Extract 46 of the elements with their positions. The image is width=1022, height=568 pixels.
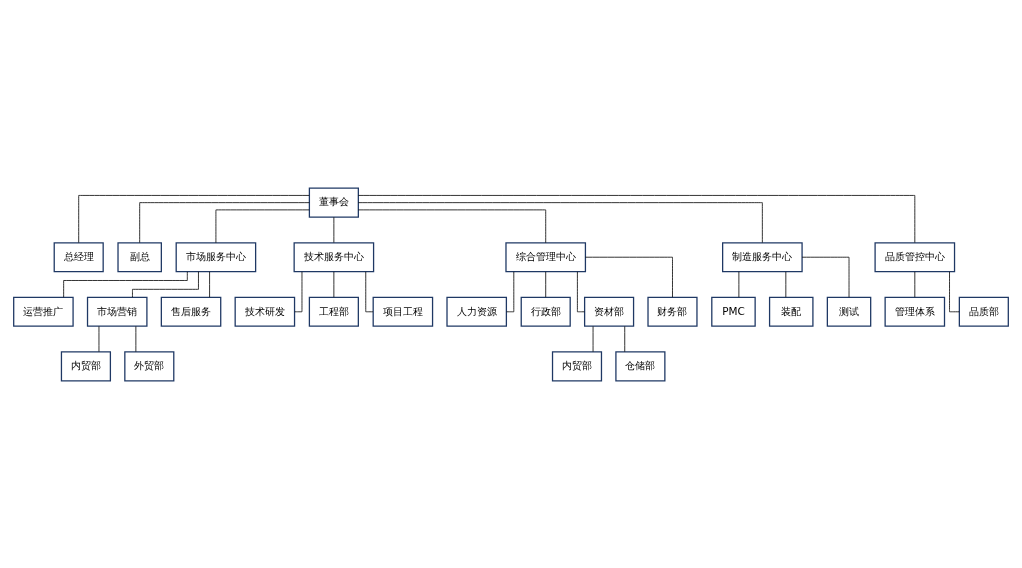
- node-box: 资材部: [584, 296, 635, 327]
- connector: [358, 194, 916, 243]
- connector: [585, 256, 673, 298]
- connector: [949, 270, 960, 312]
- node-box: 测试: [826, 296, 872, 327]
- node-box: 内贸部: [60, 350, 112, 381]
- node-box: 市场营销: [86, 296, 148, 327]
- connector: [545, 270, 547, 297]
- node-box: 董事会: [308, 187, 359, 218]
- node-box: 管理体系: [884, 296, 946, 327]
- connector: [294, 270, 303, 312]
- node-box: 财务部: [647, 296, 698, 327]
- node-box: 项目工程: [372, 296, 434, 327]
- connector: [209, 270, 210, 297]
- connector: [357, 208, 547, 243]
- node-box: 技术研发: [234, 296, 296, 327]
- connector: [358, 201, 763, 243]
- connector: [624, 325, 626, 352]
- node-box: 人力资源: [446, 296, 508, 327]
- connector: [365, 270, 374, 312]
- node-box: 行政部: [520, 296, 571, 327]
- node-box: 市场服务中心: [175, 241, 257, 272]
- connector: [132, 270, 199, 298]
- connector: [801, 256, 850, 298]
- connector: [506, 270, 515, 312]
- node-box: 技术服务中心: [293, 241, 375, 272]
- node-box: PMC: [711, 296, 756, 327]
- node-box: 副总: [117, 241, 162, 272]
- node-box: 内贸部: [551, 350, 603, 381]
- node-box: 品质管控中心: [874, 241, 956, 272]
- connector: [78, 194, 310, 243]
- node-box: 品质部: [958, 296, 1009, 327]
- connector: [63, 270, 188, 298]
- node-box: 工程部: [308, 296, 359, 327]
- node-box: 外贸部: [124, 350, 175, 381]
- connector: [139, 201, 310, 243]
- node-box: 装配: [768, 296, 814, 327]
- node-box: 仓储部: [615, 350, 666, 381]
- connector: [215, 208, 310, 243]
- connector: [577, 270, 585, 312]
- connector: [333, 216, 335, 243]
- node-box: 运营推广: [13, 296, 74, 327]
- node-box: 总经理: [53, 241, 104, 272]
- node-box: 制造服务中心: [722, 241, 803, 272]
- node-box: 综合管理中心: [505, 241, 587, 272]
- node-box: 售后服务: [160, 296, 222, 327]
